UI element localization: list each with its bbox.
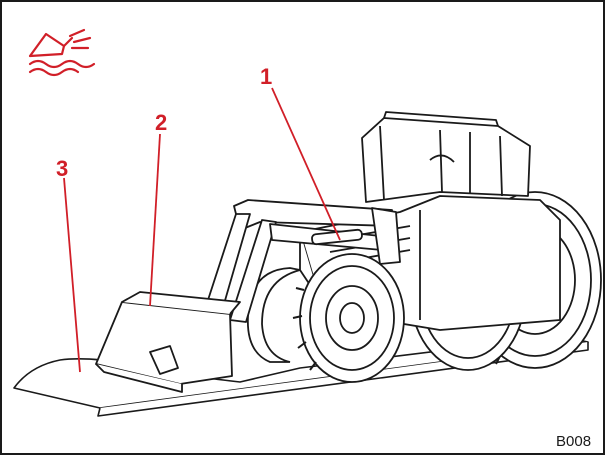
callout-2-label: 2 — [155, 110, 167, 135]
callout-leaders — [63, 87, 341, 373]
callout-3-leader — [63, 177, 81, 373]
figure-code: B008 — [556, 433, 591, 450]
callout-2-leader — [149, 133, 161, 307]
front-wheel-right — [292, 253, 405, 383]
loader-bucket — [95, 291, 241, 393]
callout-3-label: 3 — [56, 156, 68, 181]
callout-1-label: 1 — [260, 64, 272, 89]
callout-1-leader — [271, 87, 341, 241]
front-wheel-left — [247, 267, 301, 363]
tractor-cab — [361, 111, 531, 203]
loader-arm — [207, 199, 401, 323]
bucket-unloading-icon — [28, 28, 96, 77]
